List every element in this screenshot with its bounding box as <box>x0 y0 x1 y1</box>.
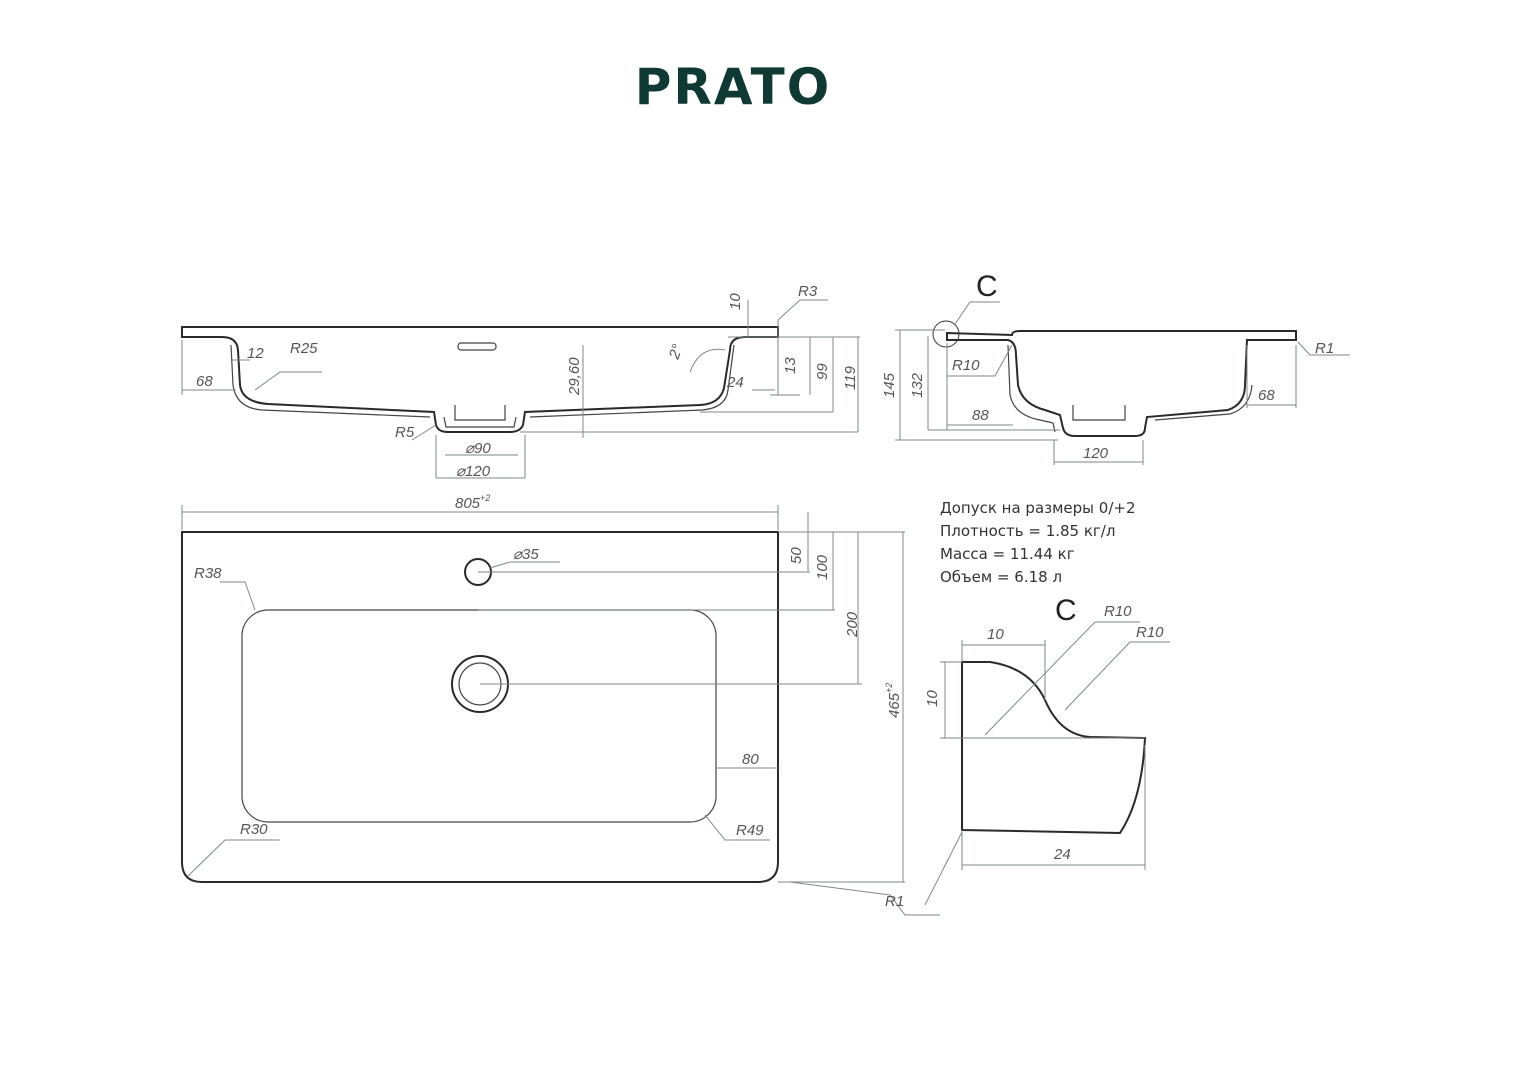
angle-arc <box>689 348 726 373</box>
dim-width: 805+2 <box>455 493 490 512</box>
dim-68: 68 <box>196 373 213 390</box>
dim-r10: R10 <box>952 357 980 374</box>
dim-13: 13 <box>782 357 799 374</box>
dim-angle: 2° <box>665 342 686 362</box>
dim-r1-side: R1 <box>1315 340 1334 357</box>
dim-12: 12 <box>247 345 264 362</box>
top-dimension-lines <box>181 505 940 916</box>
dim-10-vertical: 10 <box>924 690 941 707</box>
dim-145: 145 <box>881 372 898 398</box>
dim-r3: R3 <box>798 283 818 300</box>
note-tolerance: Допуск на размеры 0/+2 <box>940 499 1136 517</box>
dim-r38: R38 <box>194 565 222 582</box>
side-view-outline <box>946 330 1297 437</box>
product-title: PRATO <box>634 58 832 116</box>
dim-10: 10 <box>727 293 744 310</box>
basin-outline <box>241 609 717 823</box>
dim-24-detail: 24 <box>1053 846 1071 863</box>
side-view-inner <box>1007 344 1253 433</box>
dim-80: 80 <box>742 751 759 768</box>
dim-r5: R5 <box>395 424 415 441</box>
detail-c-profile <box>961 661 1147 835</box>
front-view-outline <box>181 326 779 433</box>
dim-r25: R25 <box>290 340 318 357</box>
detail-c-marker <box>932 320 960 348</box>
detail-c: C R10 R10 10 10 24 <box>924 594 1170 906</box>
dim-r49: R49 <box>736 822 764 839</box>
detail-c-dimension-lines <box>924 621 1170 906</box>
dim-68-side: 68 <box>1258 387 1275 404</box>
dim-100: 100 <box>814 554 831 580</box>
note-density: Плотность = 1.85 кг/л <box>940 522 1115 540</box>
top-view-outline <box>181 531 779 883</box>
side-label-c: C <box>976 270 998 303</box>
dim-200: 200 <box>844 611 861 638</box>
side-dimension-lines <box>895 301 1350 465</box>
top-view: 805+2 ⌀35 R38 50 100 200 465+2 80 R30 R4… <box>181 493 940 916</box>
note-mass: Масса = 11.44 кг <box>940 545 1075 563</box>
detail-label-c: C <box>1055 594 1077 627</box>
dim-99: 99 <box>814 363 831 380</box>
dim-r10-a: R10 <box>1104 603 1132 620</box>
dim-88: 88 <box>972 407 989 424</box>
specification-notes: Допуск на размеры 0/+2 Плотность = 1.85 … <box>940 499 1136 586</box>
dim-depth: 465+2 <box>884 683 903 718</box>
dim-dia35: ⌀35 <box>513 546 539 563</box>
note-volume: Объем = 6.18 л <box>940 568 1062 586</box>
front-dimension-lines <box>181 299 860 479</box>
dim-r30: R30 <box>240 821 268 838</box>
dim-dia90: ⌀90 <box>465 440 491 457</box>
dim-119: 119 <box>842 365 859 390</box>
dim-132: 132 <box>909 372 926 398</box>
dim-50: 50 <box>788 547 805 564</box>
dim-dia120: ⌀120 <box>456 463 491 480</box>
dim-24: 24 <box>726 374 744 391</box>
front-view-inner <box>230 344 735 428</box>
dim-10-horizontal: 10 <box>987 626 1004 643</box>
side-view: C R10 145 132 88 120 68 R1 <box>881 270 1350 465</box>
dim-29-60: 29,60 <box>566 357 583 396</box>
front-view: 10 R3 12 R25 68 29,60 2° 24 13 99 119 R5… <box>181 283 860 480</box>
dim-r10-b: R10 <box>1136 624 1164 641</box>
overflow-slot <box>457 342 497 351</box>
dim-120: 120 <box>1083 445 1109 462</box>
dim-r1-top: R1 <box>885 893 904 910</box>
